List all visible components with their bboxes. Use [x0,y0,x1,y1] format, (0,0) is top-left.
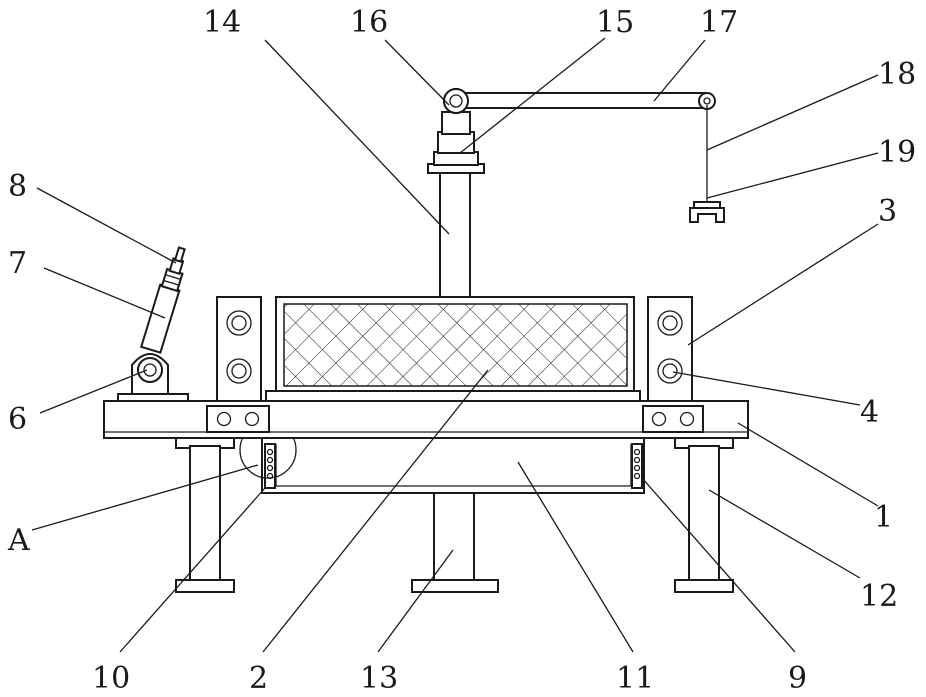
left-roller-slide [265,444,275,488]
label-part-2: 2 [249,661,268,696]
label-part-14: 14 [203,5,241,40]
left-leg [176,438,234,592]
left-clamp-block [207,406,269,432]
tool-body [141,245,191,352]
hook-clamp [690,202,724,222]
boom-arm [444,89,715,113]
right-leg [675,438,733,592]
label-detail-a: A [7,523,30,558]
label-part-1: 1 [874,500,893,535]
label-part-3: 3 [878,194,897,229]
label-part-11: 11 [616,661,654,696]
left-side-frame [217,297,261,401]
label-part-17: 17 [700,5,738,40]
swivel-base [428,132,484,173]
column [440,172,470,297]
right-clamp-block [643,406,703,432]
label-part-6: 6 [8,402,27,437]
label-part-16: 16 [350,5,388,40]
label-part-10: 10 [92,661,130,696]
mesh-screen [266,297,640,401]
right-roller-slide [632,444,642,488]
label-part-7: 7 [8,246,27,281]
label-part-13: 13 [360,661,398,696]
label-part-4: 4 [860,395,879,430]
label-part-9: 9 [788,661,807,696]
label-part-8: 8 [8,169,27,204]
label-part-18: 18 [878,57,916,92]
label-part-19: 19 [878,135,916,170]
label-part-12: 12 [860,579,898,614]
label-part-15: 15 [596,5,634,40]
drawer-box [262,438,644,493]
right-side-frame [648,297,692,401]
center-support [412,492,498,592]
